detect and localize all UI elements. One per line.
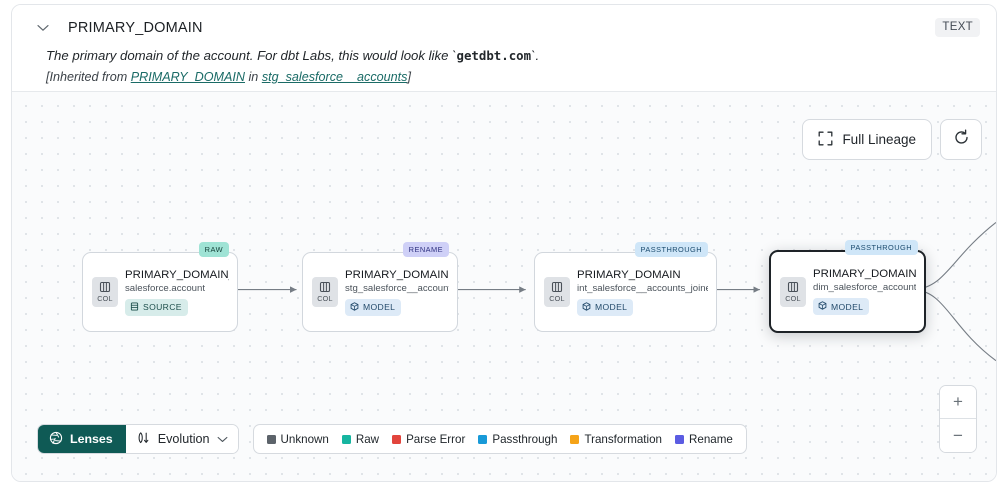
node-column-name: PRIMARY_DOMAIN__C bbox=[125, 268, 229, 281]
col-icon-label: COL bbox=[549, 294, 565, 303]
column-type-badge: TEXT bbox=[935, 18, 980, 37]
node-body: PRIMARY_DOMAIN stg_salesforce__accounts … bbox=[345, 269, 449, 316]
node-lens-badge: RAW bbox=[198, 242, 229, 257]
full-lineage-button[interactable]: Full Lineage bbox=[802, 119, 932, 160]
node-type-label: MODEL bbox=[363, 302, 396, 312]
legend-label: Parse Error bbox=[406, 432, 466, 446]
evolution-dropdown[interactable]: Evolution bbox=[125, 425, 238, 453]
legend-swatch bbox=[392, 434, 402, 444]
zoom-in-button[interactable]: + bbox=[940, 386, 976, 419]
cube-icon bbox=[582, 301, 591, 313]
node-type-badge: MODEL bbox=[813, 298, 870, 315]
node-inner: COL PRIMARY_DOMAIN dim_salesforce_accoun… bbox=[771, 252, 924, 331]
node-inner: COL PRIMARY_DOMAIN int_salesforce__accou… bbox=[535, 253, 716, 331]
lenses-button[interactable]: Lenses bbox=[38, 425, 126, 453]
aperture-icon bbox=[49, 431, 63, 448]
node-type-label: SOURCE bbox=[143, 302, 182, 312]
canvas-bottom-bar: Lenses Evolution bbox=[37, 424, 747, 454]
legend-item: Parse Error bbox=[392, 433, 465, 446]
node-type-label: MODEL bbox=[831, 301, 864, 312]
node-type-badge: MODEL bbox=[345, 298, 402, 316]
column-detail-card: PRIMARY_DOMAIN TEXT The primary domain o… bbox=[11, 4, 997, 482]
cube-icon bbox=[350, 301, 359, 313]
legend-swatch bbox=[341, 434, 351, 444]
col-icon: COL bbox=[92, 277, 118, 307]
card-header: PRIMARY_DOMAIN TEXT The primary domain o… bbox=[12, 5, 996, 91]
lineage-node[interactable]: RAW COL PRIMARY_DOMAIN__C s bbox=[82, 242, 238, 332]
lineage-node-selected[interactable]: PASSTHROUGH COL PRIMARY_DOMAIN bbox=[769, 240, 926, 333]
node-inner: COL PRIMARY_DOMAIN stg_salesforce__accou… bbox=[303, 253, 457, 331]
legend-label: Passthrough bbox=[492, 432, 558, 446]
inherit-column-link[interactable]: PRIMARY_DOMAIN bbox=[130, 70, 245, 84]
node-column-name: PRIMARY_DOMAIN bbox=[813, 268, 916, 280]
node-inner: COL PRIMARY_DOMAIN__C salesforce.account bbox=[83, 253, 237, 331]
node-type-badge: SOURCE bbox=[125, 298, 188, 316]
inherit-mid: in bbox=[245, 70, 262, 84]
node-type-badge: MODEL bbox=[577, 298, 634, 316]
cube-icon bbox=[818, 301, 827, 312]
lens-legend: Unknown Raw Parse Error Passthrough bbox=[252, 424, 747, 454]
refresh-icon bbox=[953, 129, 970, 151]
node-table-name: int_salesforce__accounts_joined bbox=[577, 282, 708, 294]
node-table-name: salesforce.account bbox=[125, 282, 205, 294]
inherit-suffix: ] bbox=[407, 70, 411, 84]
page-title: PRIMARY_DOMAIN bbox=[68, 20, 203, 36]
lenses-control-group: Lenses Evolution bbox=[37, 424, 239, 454]
node-body: PRIMARY_DOMAIN__C salesforce.account bbox=[125, 269, 229, 316]
header-title-row: PRIMARY_DOMAIN bbox=[28, 15, 980, 41]
node-lens-badge: PASSTHROUGH bbox=[844, 240, 918, 255]
legend-item: Transformation bbox=[570, 433, 662, 446]
lineage-graph: RAW COL PRIMARY_DOMAIN__C s bbox=[12, 92, 996, 481]
legend-label: Transformation bbox=[584, 432, 662, 446]
legend-swatch bbox=[570, 434, 580, 444]
legend-label: Rename bbox=[689, 432, 733, 446]
legend-item: Raw bbox=[341, 432, 380, 446]
lenses-label: Lenses bbox=[70, 432, 113, 446]
full-lineage-label: Full Lineage bbox=[842, 132, 916, 147]
node-lens-badge: PASSTHROUGH bbox=[634, 242, 708, 257]
refresh-button[interactable] bbox=[940, 119, 982, 160]
legend-label: Unknown bbox=[280, 432, 329, 446]
node-column-name: PRIMARY_DOMAIN bbox=[577, 268, 681, 281]
column-description: The primary domain of the account. For d… bbox=[46, 48, 980, 63]
col-icon-label: COL bbox=[317, 294, 333, 303]
zoom-controls: + − bbox=[939, 385, 977, 453]
chevron-down-icon bbox=[217, 432, 228, 446]
chevron-down-icon[interactable] bbox=[32, 17, 54, 39]
lineage-canvas[interactable]: Full Lineage + − bbox=[12, 91, 996, 481]
legend-label: Raw bbox=[355, 432, 380, 446]
node-body: PRIMARY_DOMAIN int_salesforce__accounts_… bbox=[577, 269, 708, 316]
node-lens-badge: RENAME bbox=[402, 242, 449, 257]
evolution-label: Evolution bbox=[157, 432, 210, 446]
description-suffix: `. bbox=[531, 48, 540, 63]
legend-item: Passthrough bbox=[478, 433, 557, 446]
description-prefix: The primary domain of the account. For d… bbox=[46, 48, 457, 63]
inherit-table-link[interactable]: stg_salesforce__accounts bbox=[261, 70, 408, 84]
node-body: PRIMARY_DOMAIN dim_salesforce_accounts M… bbox=[813, 268, 916, 315]
canvas-top-controls: Full Lineage bbox=[802, 119, 982, 160]
lineage-node[interactable]: RENAME COL PRIMARY_DOMAIN s bbox=[302, 242, 458, 332]
database-icon bbox=[130, 301, 139, 313]
col-icon: COL bbox=[780, 276, 806, 307]
node-table-name: stg_salesforce__accounts bbox=[345, 282, 449, 294]
node-column-name: PRIMARY_DOMAIN bbox=[345, 268, 449, 281]
col-icon: COL bbox=[544, 277, 570, 307]
inherited-from-note: [Inherited from PRIMARY_DOMAIN in stg_sa… bbox=[46, 70, 980, 84]
legend-item: Rename bbox=[675, 433, 733, 446]
legend-swatch bbox=[266, 434, 276, 444]
legend-swatch bbox=[478, 434, 488, 444]
col-icon: COL bbox=[312, 277, 338, 307]
lineage-node[interactable]: PASSTHROUGH COL PRIMARY_DOMAIN bbox=[534, 242, 717, 332]
inherit-prefix: [Inherited from bbox=[46, 70, 131, 84]
node-table-name: dim_salesforce_accounts bbox=[813, 282, 916, 293]
node-type-label: MODEL bbox=[595, 302, 628, 312]
legend-item: Unknown bbox=[266, 432, 329, 446]
zoom-out-button[interactable]: − bbox=[940, 419, 976, 452]
description-code: getdbt.com bbox=[456, 48, 532, 63]
legend-swatch bbox=[675, 434, 684, 444]
expand-icon bbox=[818, 131, 833, 149]
col-icon-label: COL bbox=[785, 293, 801, 303]
evolution-icon bbox=[137, 431, 151, 448]
col-icon-label: COL bbox=[97, 294, 113, 303]
